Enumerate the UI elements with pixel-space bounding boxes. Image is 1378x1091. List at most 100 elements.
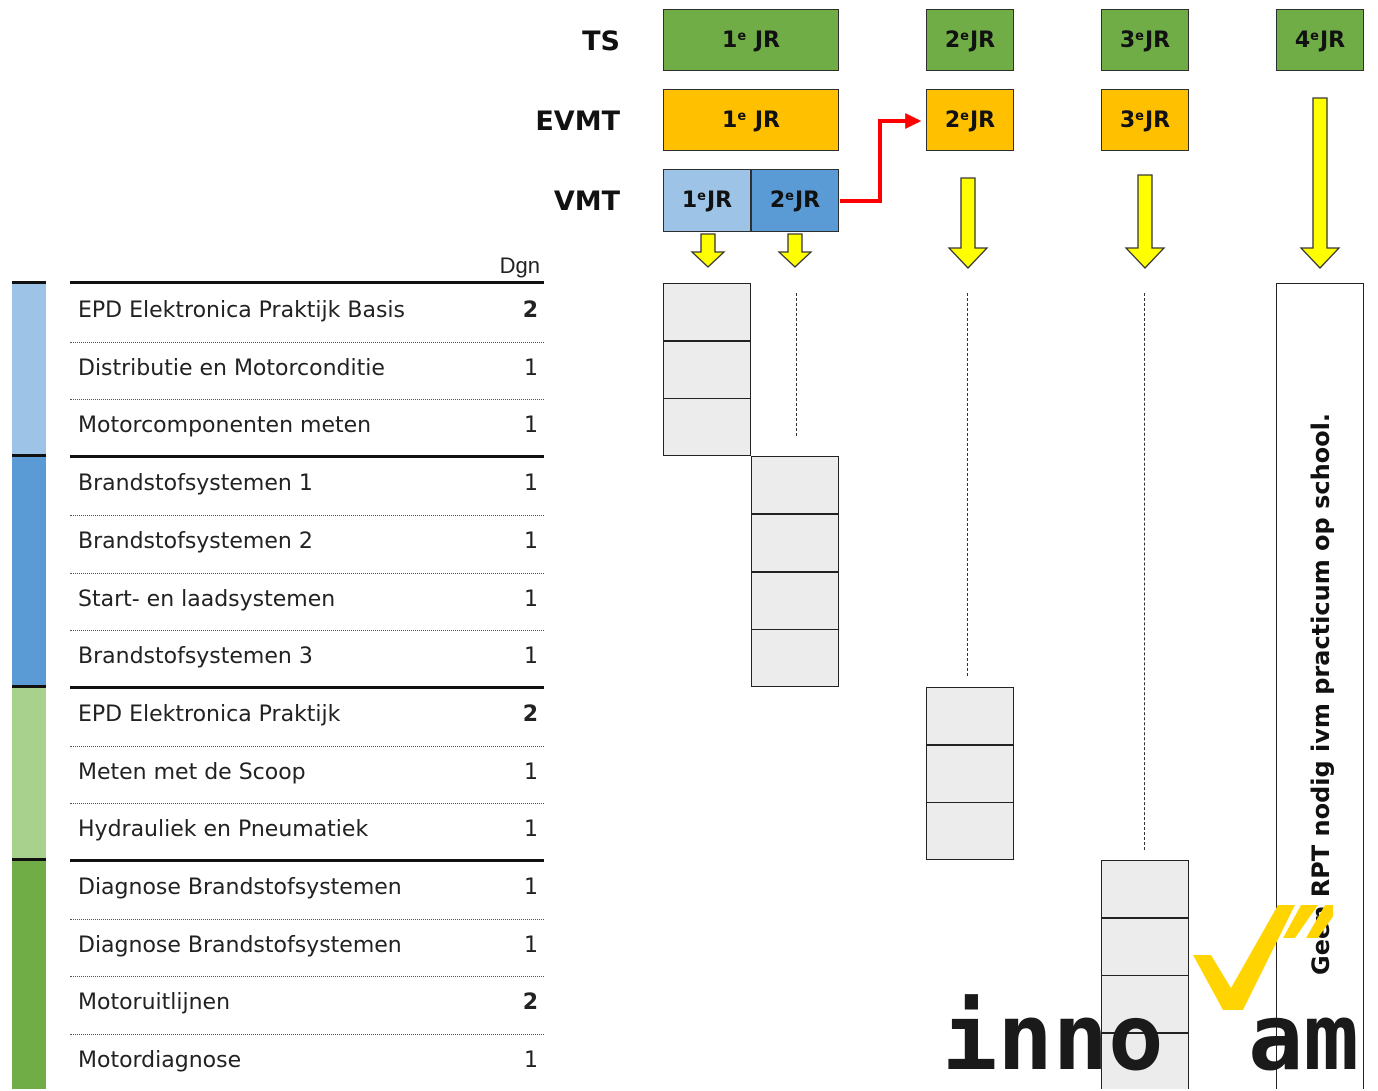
- course-row-divider: [70, 1034, 544, 1036]
- course-days: 1: [524, 1048, 538, 1074]
- course-days: 1: [524, 471, 538, 497]
- course-slot: [663, 340, 751, 399]
- course-days: 1: [524, 586, 538, 612]
- course-slot: [1101, 917, 1189, 976]
- course-slot: [751, 629, 839, 688]
- evmt-year-2-sup: e: [960, 108, 969, 124]
- ts-year-1-num: 1: [722, 27, 738, 53]
- course-row-divider: [70, 399, 544, 401]
- course-row: Diagnose Brandstofsystemen 1: [70, 919, 544, 976]
- ts-year-4-num: 4: [1294, 27, 1311, 53]
- course-name: Meten met de Scoop: [78, 759, 306, 785]
- course-days: 2: [522, 990, 538, 1016]
- year-2-dashed-line: [967, 293, 968, 676]
- down-arrow-icon: [1124, 174, 1166, 269]
- course-slot: [751, 456, 839, 515]
- course-name: Diagnose Brandstofsystemen: [78, 875, 402, 900]
- ts-row-label: TS: [582, 26, 620, 57]
- down-arrow-icon: [777, 233, 813, 268]
- ts-year-2-rest: JR: [970, 27, 996, 53]
- course-name: EPD Elektronica Praktijk: [78, 701, 341, 727]
- course-name: EPD Elektronica Praktijk Basis: [78, 298, 406, 323]
- evmt-year-3-num: 3: [1119, 107, 1136, 133]
- course-name: Motorcomponenten meten: [78, 413, 372, 439]
- group-separator: [12, 281, 46, 284]
- course-slot: [663, 283, 751, 341]
- course-days: 1: [524, 413, 538, 439]
- course-row: Hydrauliek en Pneumatiek 1: [70, 803, 544, 860]
- course-name: Brandstofsystemen 1: [78, 471, 313, 497]
- vmt-year-1-rest: JR: [707, 188, 733, 213]
- course-name: Hydrauliek en Pneumatiek: [78, 817, 369, 843]
- evmt-year-2-num: 2: [944, 107, 961, 133]
- course-slot: [926, 744, 1014, 803]
- course-group-rule: [70, 455, 544, 459]
- course-slot: [751, 571, 839, 630]
- group-separator: [12, 685, 46, 688]
- ts-year-1-sup: e: [737, 28, 747, 44]
- course-name: Motordiagnose: [78, 1048, 242, 1074]
- course-days: 1: [524, 932, 538, 958]
- group-bar-4: [12, 860, 46, 1089]
- group-separator: [12, 454, 46, 457]
- course-row: Brandstofsystemen 1 1: [70, 457, 544, 514]
- course-days: 1: [524, 355, 538, 381]
- course-name: Brandstofsystemen 2: [78, 528, 313, 554]
- course-row-divider: [70, 803, 544, 805]
- vmt-year-1-num: 1: [681, 188, 698, 213]
- ts-year-4-rest: JR: [1320, 27, 1346, 53]
- course-row-divider: [70, 630, 544, 632]
- evmt-year-2-rest: JR: [970, 107, 996, 133]
- course-days: 1: [524, 644, 538, 670]
- evmt-year-1-rest: JR: [754, 107, 780, 133]
- rpt-note-text: Geen RPT nodig ivm practicum op school.: [1307, 413, 1335, 975]
- course-row: Motordiagnose 1: [70, 1034, 544, 1091]
- course-slot: [1101, 860, 1189, 918]
- course-name: Diagnose Brandstofsystemen: [78, 932, 402, 958]
- course-group-rule: [70, 859, 544, 862]
- course-slot: [926, 802, 1014, 861]
- course-row: Meten met de Scoop 1: [70, 746, 544, 803]
- course-days: 1: [524, 817, 538, 843]
- vmt-year-2-rest: JR: [795, 188, 821, 213]
- course-days: 2: [522, 298, 538, 323]
- rpt-note-box: Geen RPT nodig ivm practicum op school.: [1276, 283, 1364, 1089]
- course-row-divider: [70, 341, 544, 343]
- year-3-dashed-line: [1144, 293, 1145, 850]
- ts-year-2-sup: e: [960, 28, 969, 44]
- course-name: Distributie en Motorconditie: [78, 355, 385, 381]
- course-slot: [663, 398, 751, 457]
- ts-year-4-sup: e: [1310, 28, 1319, 44]
- course-days: 1: [524, 759, 538, 785]
- course-days: 1: [524, 875, 538, 900]
- logo-text-left: inno: [942, 984, 1164, 1091]
- course-row-divider: [70, 918, 544, 920]
- course-row-divider: [70, 572, 544, 574]
- evmt-year-1-sup: e: [737, 108, 747, 124]
- course-name: Brandstofsystemen 3: [78, 644, 313, 670]
- course-row-divider: [70, 976, 544, 978]
- course-row-divider: [70, 514, 544, 516]
- evmt-year-3-rest: JR: [1145, 107, 1171, 133]
- group-bar-1: [12, 283, 46, 456]
- course-slot: [1101, 1033, 1189, 1089]
- ts-year-2-num: 2: [944, 27, 961, 53]
- ts-year-3-num: 3: [1119, 27, 1136, 53]
- vmt-year-2-sup: e: [785, 189, 794, 204]
- course-row: Motorcomponenten meten 1: [70, 399, 544, 456]
- course-row-divider: [70, 745, 544, 747]
- down-arrow-icon: [690, 233, 726, 268]
- vmt-2-dashed-line: [796, 293, 797, 436]
- course-group-rule: [70, 685, 544, 689]
- vmt-row-label: VMT: [553, 186, 620, 217]
- course-row: EPD Elektronica Praktijk Basis 2: [70, 284, 544, 341]
- vmt-year-1-sup: e: [697, 189, 706, 204]
- down-arrow-icon: [947, 177, 989, 269]
